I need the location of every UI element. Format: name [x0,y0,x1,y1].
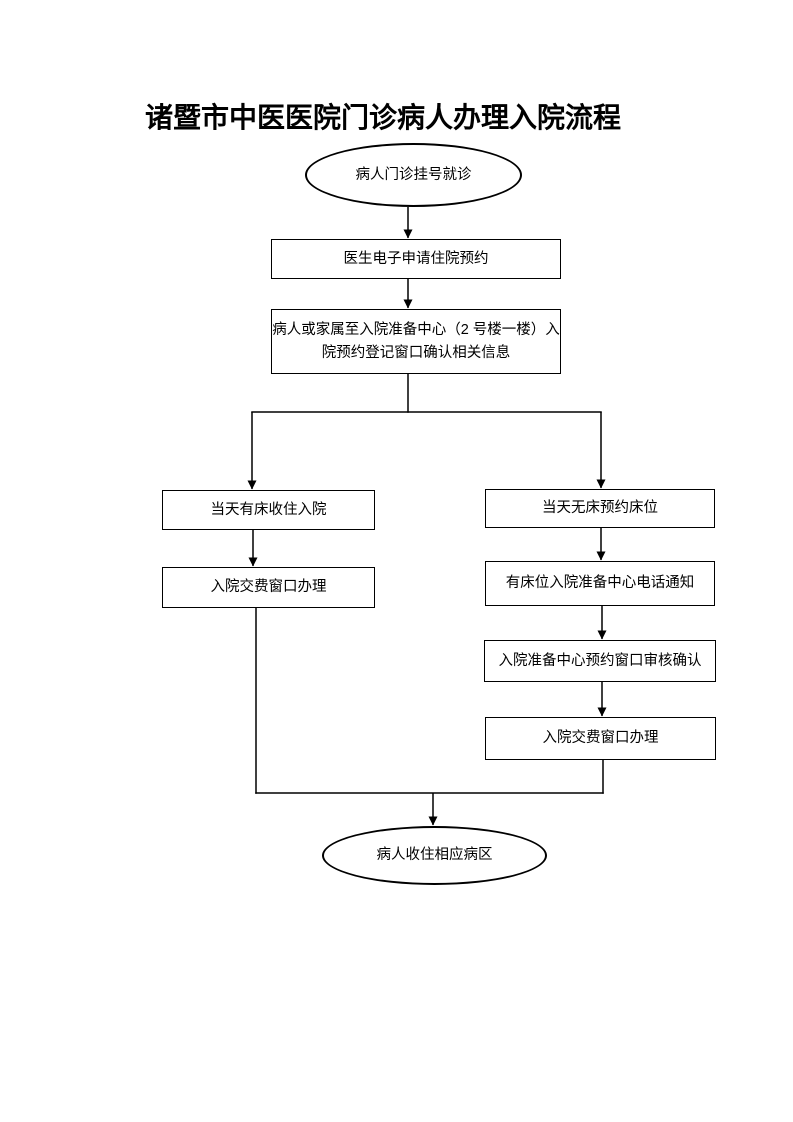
node-phone-notify: 有床位入院准备中心电话通知 [485,561,715,606]
node-bed-available-today: 当天有床收住入院 [162,490,375,530]
page-title: 诸暨市中医医院门诊病人办理入院流程 [144,102,621,133]
node-label: 当天有床收住入院 [210,501,327,518]
node-label: 入院交费窗口办理 [542,730,659,746]
node-label: 病人门诊挂号就诊 [355,166,472,183]
node-no-bed-reserve: 当天无床预约床位 [485,489,715,528]
node-confirm-info-window: 病人或家属至入院准备中心（2 号楼一楼）入 院预约登记窗口确认相关信息 [271,309,561,374]
node-label: 有床位入院准备中心电话通知 [505,575,695,591]
node-label-line1: 病人或家属至入院准备中心（2 号楼一楼）入 [272,321,560,338]
node-pay-window-right: 入院交费窗口办理 [485,717,716,760]
node-label-line2: 院预约登记窗口确认相关信息 [321,344,511,361]
node-label: 当天无床预约床位 [542,500,658,516]
node-doctor-electronic-apply: 医生电子申请住院预约 [271,239,561,279]
node-label: 病人收住相应病区 [376,847,493,863]
node-pay-window-left: 入院交费窗口办理 [162,567,375,608]
node-admitted-to-ward: 病人收住相应病区 [322,826,547,885]
node-label: 入院交费窗口办理 [210,579,327,595]
node-outpatient-registration: 病人门诊挂号就诊 [305,143,522,207]
node-label: 医生电子申请住院预约 [343,250,489,267]
node-label: 入院准备中心预约窗口审核确认 [498,652,702,669]
node-review-confirm-window: 入院准备中心预约窗口审核确认 [484,640,716,682]
